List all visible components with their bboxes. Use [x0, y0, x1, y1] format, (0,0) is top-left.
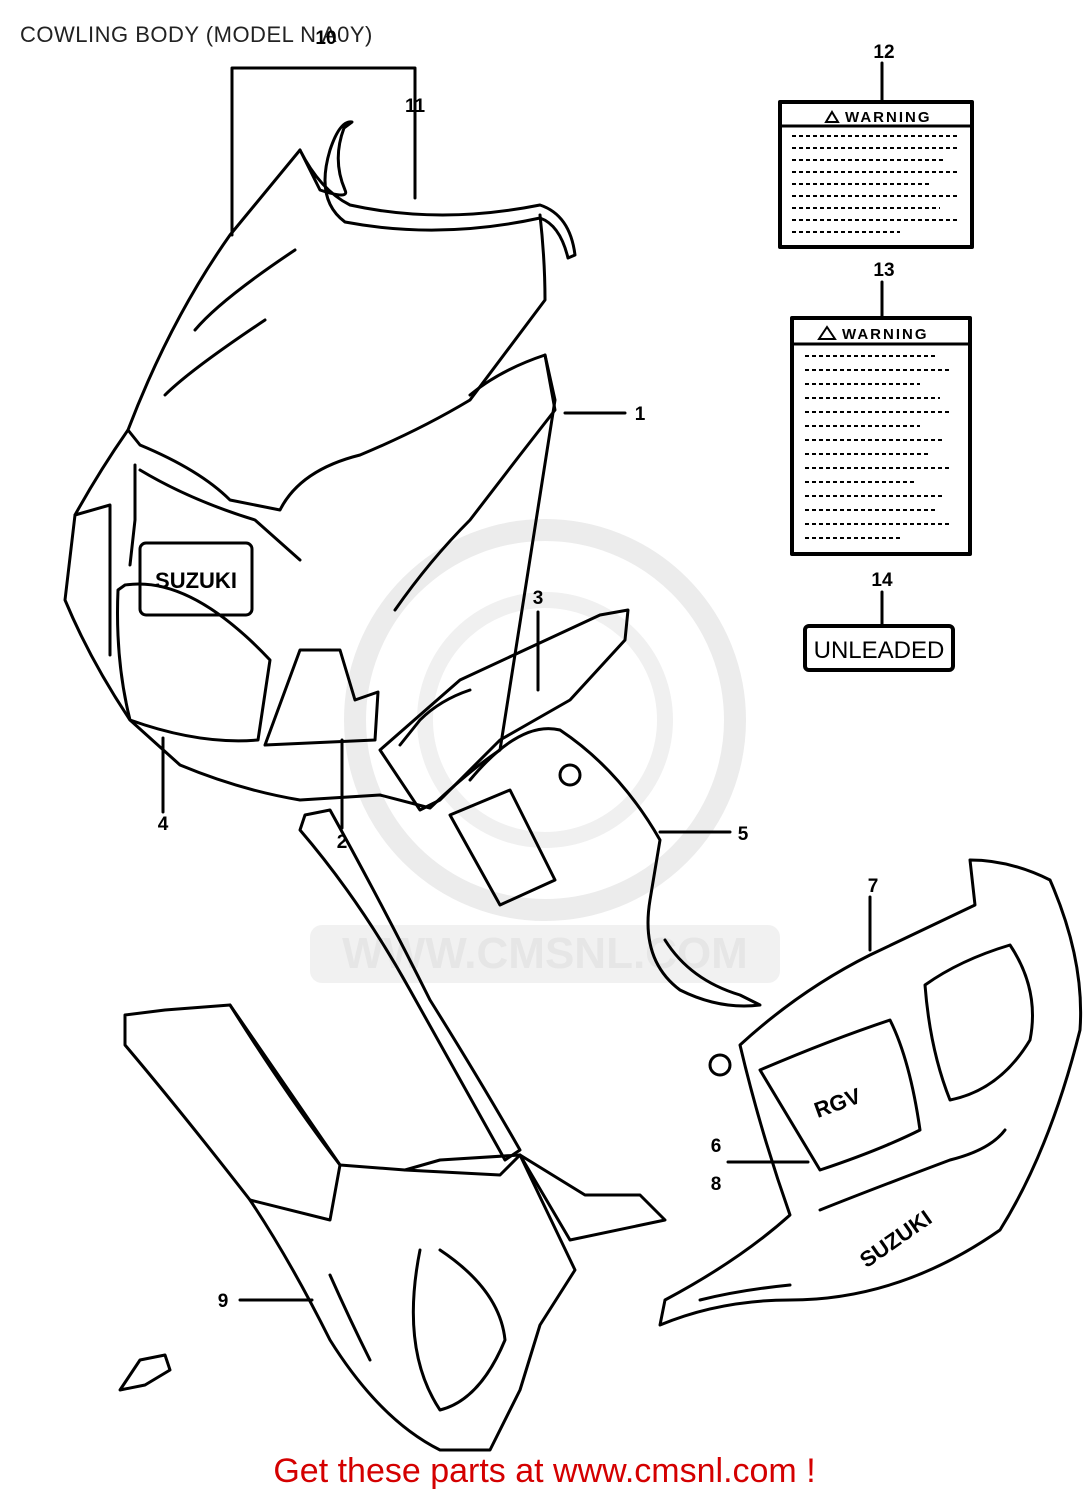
callout-11: 11 [405, 96, 426, 117]
inner-panel-3 [378, 608, 630, 812]
callout-8: 8 [711, 1174, 722, 1195]
lower-cowl-9 [123, 1003, 577, 1452]
callout-9: 9 [218, 1291, 229, 1312]
watermark: WWW.CMSNL.COM [310, 519, 780, 983]
footer-link[interactable]: Get these parts at www.cmsnl.com ! [273, 1452, 816, 1490]
callout-13: 13 [873, 260, 894, 281]
warning-label-13 [790, 316, 972, 556]
callout-7: 7 [868, 876, 879, 897]
callout-3: 3 [533, 588, 544, 609]
unleaded-label-14 [803, 624, 955, 672]
callout-4: 4 [158, 814, 169, 835]
callout-2: 2 [337, 832, 348, 853]
warning-label-12 [778, 100, 974, 249]
side-cowl-strip [298, 808, 522, 1162]
callout-1: 1 [635, 404, 646, 425]
warning-triangle-icon [824, 110, 840, 123]
windscreen [298, 120, 577, 260]
callout-10: 10 [315, 28, 336, 49]
callout-12: 12 [873, 42, 894, 63]
cowl-logo-text: SUZUKI [155, 568, 237, 593]
warning-triangle-icon [817, 325, 837, 340]
rgv-badge-text: RGV [811, 1083, 865, 1123]
lower-cowl-logo-text: SUZUKI [855, 1205, 936, 1272]
watermark-text: WWW.CMSNL.COM [342, 929, 748, 978]
callout-6: 6 [711, 1136, 722, 1157]
warning-12-heading: WARNING [845, 109, 932, 126]
inner-panel-2 [263, 648, 380, 747]
lower-cowl-7 [658, 858, 1083, 1327]
page-title: COWLING BODY (MODEL N A0Y) [20, 22, 373, 47]
warning-text-lines [792, 135, 958, 539]
unleaded-text: UNLEADED [814, 637, 945, 664]
callout-5: 5 [738, 824, 749, 845]
inner-panel-5 [468, 727, 762, 1008]
warning-13-heading: WARNING [842, 326, 929, 343]
callout-14: 14 [871, 570, 893, 591]
